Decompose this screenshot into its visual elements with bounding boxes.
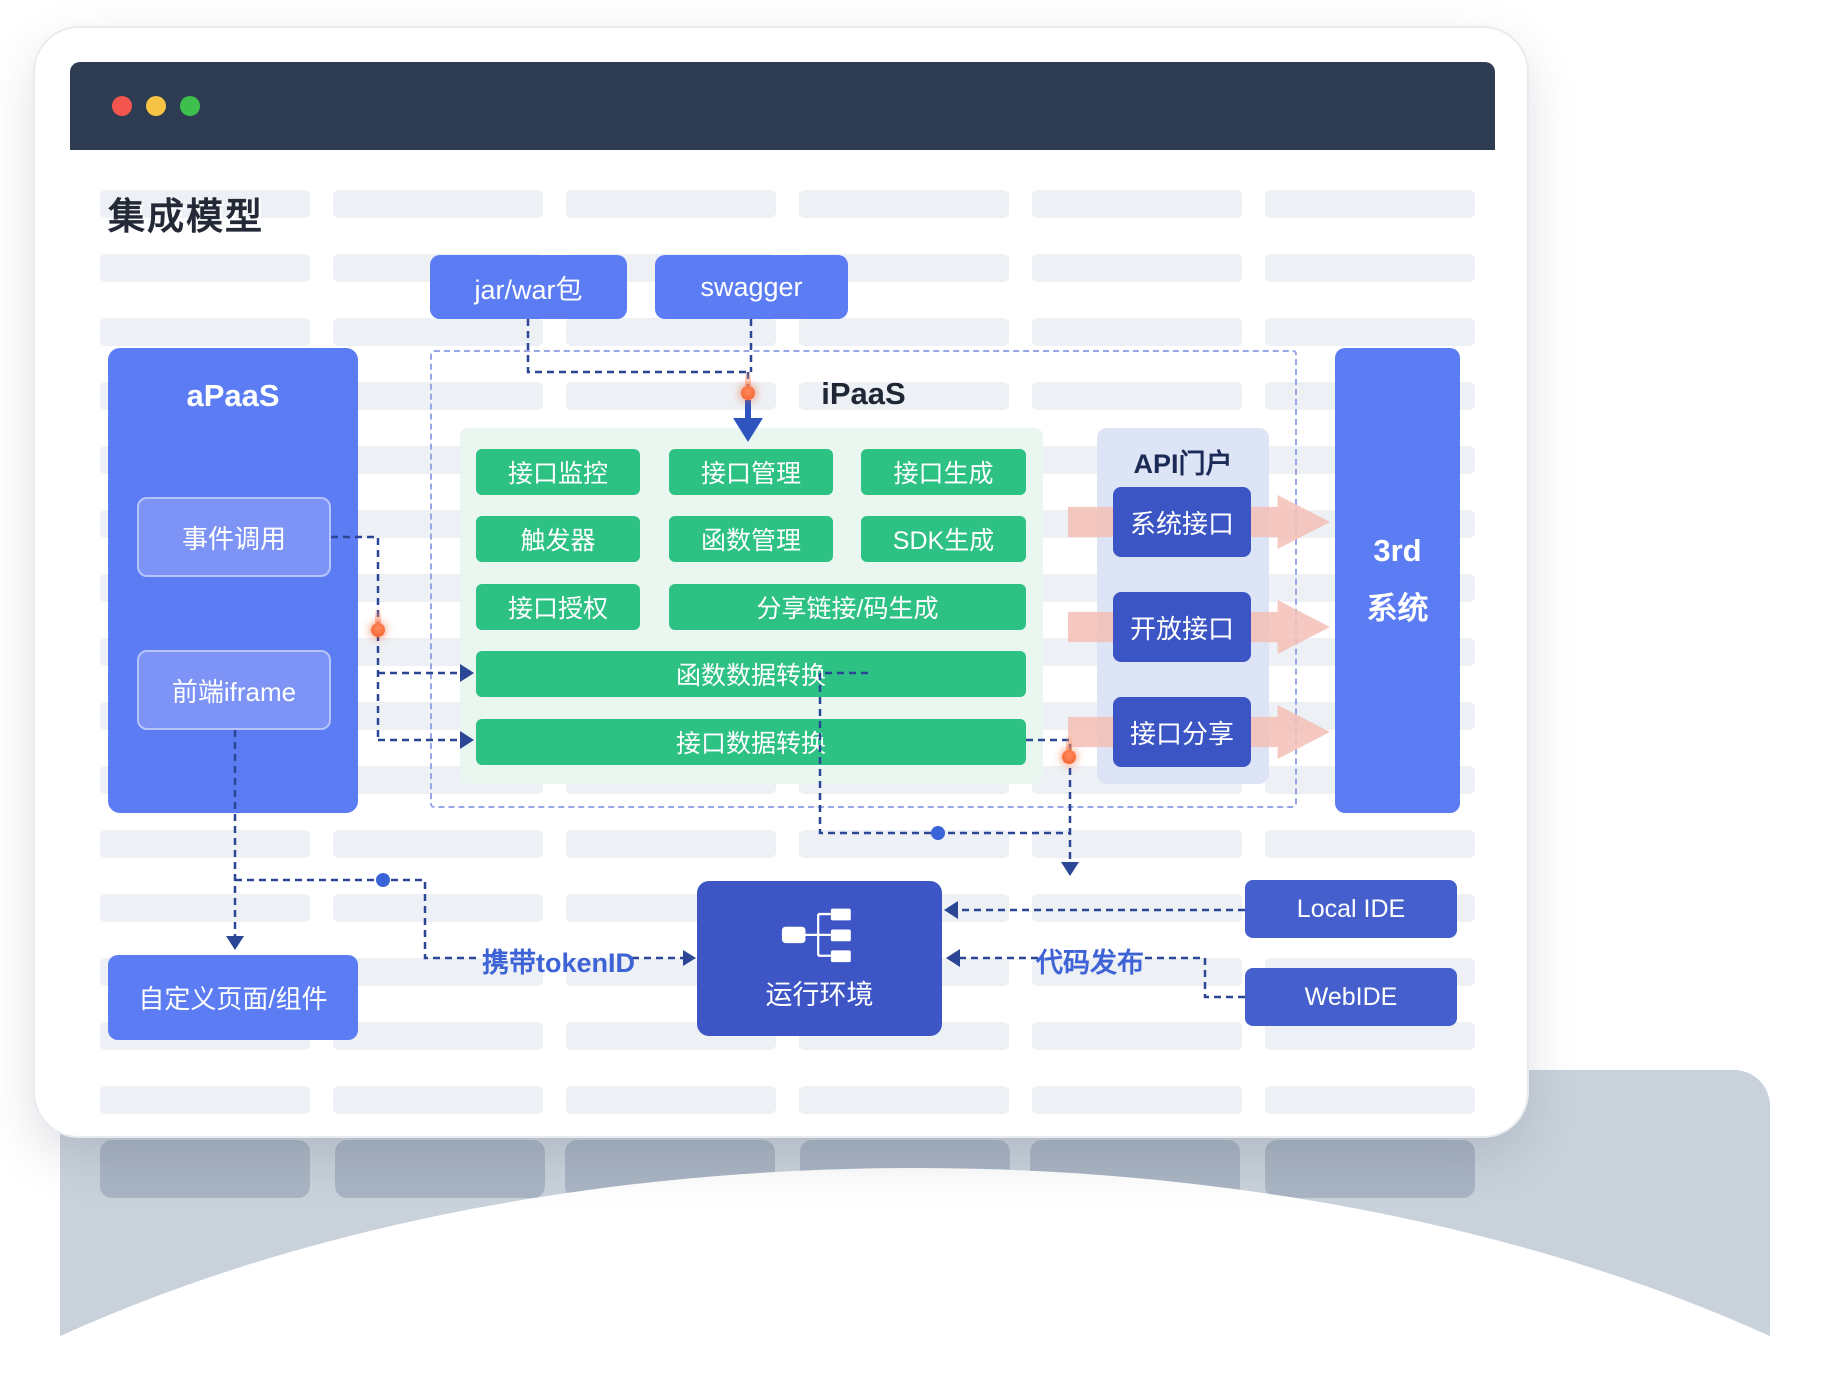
- browser-titlebar: [70, 62, 1495, 150]
- custom-page-box: 自定义页面/组件: [108, 955, 358, 1040]
- jar-war-box: jar/war包: [430, 255, 627, 319]
- feature-function-manage: 函数管理: [669, 516, 833, 562]
- feature-api-generate: 接口生成: [861, 449, 1026, 495]
- red-dot-icon: [112, 96, 132, 116]
- runtime-label: 运行环境: [765, 980, 874, 1010]
- feature-sdk-generate: SDK生成: [861, 516, 1026, 562]
- feature-function-data-transform: 函数数据转换: [476, 651, 1026, 697]
- third-system-line1: 3rd: [1373, 533, 1422, 568]
- feature-api-auth: 接口授权: [476, 584, 640, 630]
- yellow-dot-icon: [146, 96, 166, 116]
- feature-share-link-generate: 分享链接/码生成: [669, 584, 1026, 630]
- backdrop-tab: [100, 1140, 310, 1198]
- portal-system-api-box: 系统接口: [1113, 487, 1251, 557]
- local-ide-box: Local IDE: [1245, 880, 1457, 938]
- feature-api-manage: 接口管理: [669, 449, 833, 495]
- feature-trigger: 触发器: [476, 516, 640, 562]
- runtime-box: 运行环境: [697, 881, 942, 1036]
- apaas-title: aPaaS: [186, 378, 280, 413]
- event-call-box: 事件调用: [137, 497, 331, 577]
- api-portal-title: API门户: [1133, 449, 1233, 479]
- junction-dot: [931, 826, 945, 840]
- third-system-box: 3rd 系统: [1335, 348, 1460, 813]
- portal-open-api-box: 开放接口: [1113, 592, 1251, 662]
- frontend-iframe-box: 前端iframe: [137, 650, 331, 730]
- portal-api-share-box: 接口分享: [1113, 697, 1251, 767]
- flow-marker-icon: [371, 607, 385, 639]
- swagger-box: swagger: [655, 255, 848, 319]
- flowchart-icon: [781, 908, 851, 963]
- backdrop-tab: [335, 1140, 545, 1198]
- web-ide-box: WebIDE: [1245, 968, 1457, 1026]
- flow-marker-icon: [741, 370, 755, 402]
- feature-api-monitor: 接口监控: [476, 449, 640, 495]
- page-title: 集成模型: [108, 196, 264, 237]
- third-system-line2: 系统: [1366, 591, 1429, 626]
- junction-dot: [376, 873, 390, 887]
- ipaas-title: iPaaS: [821, 376, 906, 411]
- token-label: 携带tokenID: [482, 948, 636, 978]
- backdrop-tab: [1265, 1140, 1475, 1198]
- flow-marker-icon: [1062, 734, 1076, 766]
- publish-label: 代码发布: [1036, 948, 1144, 978]
- feature-api-data-transform: 接口数据转换: [476, 719, 1026, 765]
- apaas-panel: [108, 348, 358, 813]
- green-dot-icon: [180, 96, 200, 116]
